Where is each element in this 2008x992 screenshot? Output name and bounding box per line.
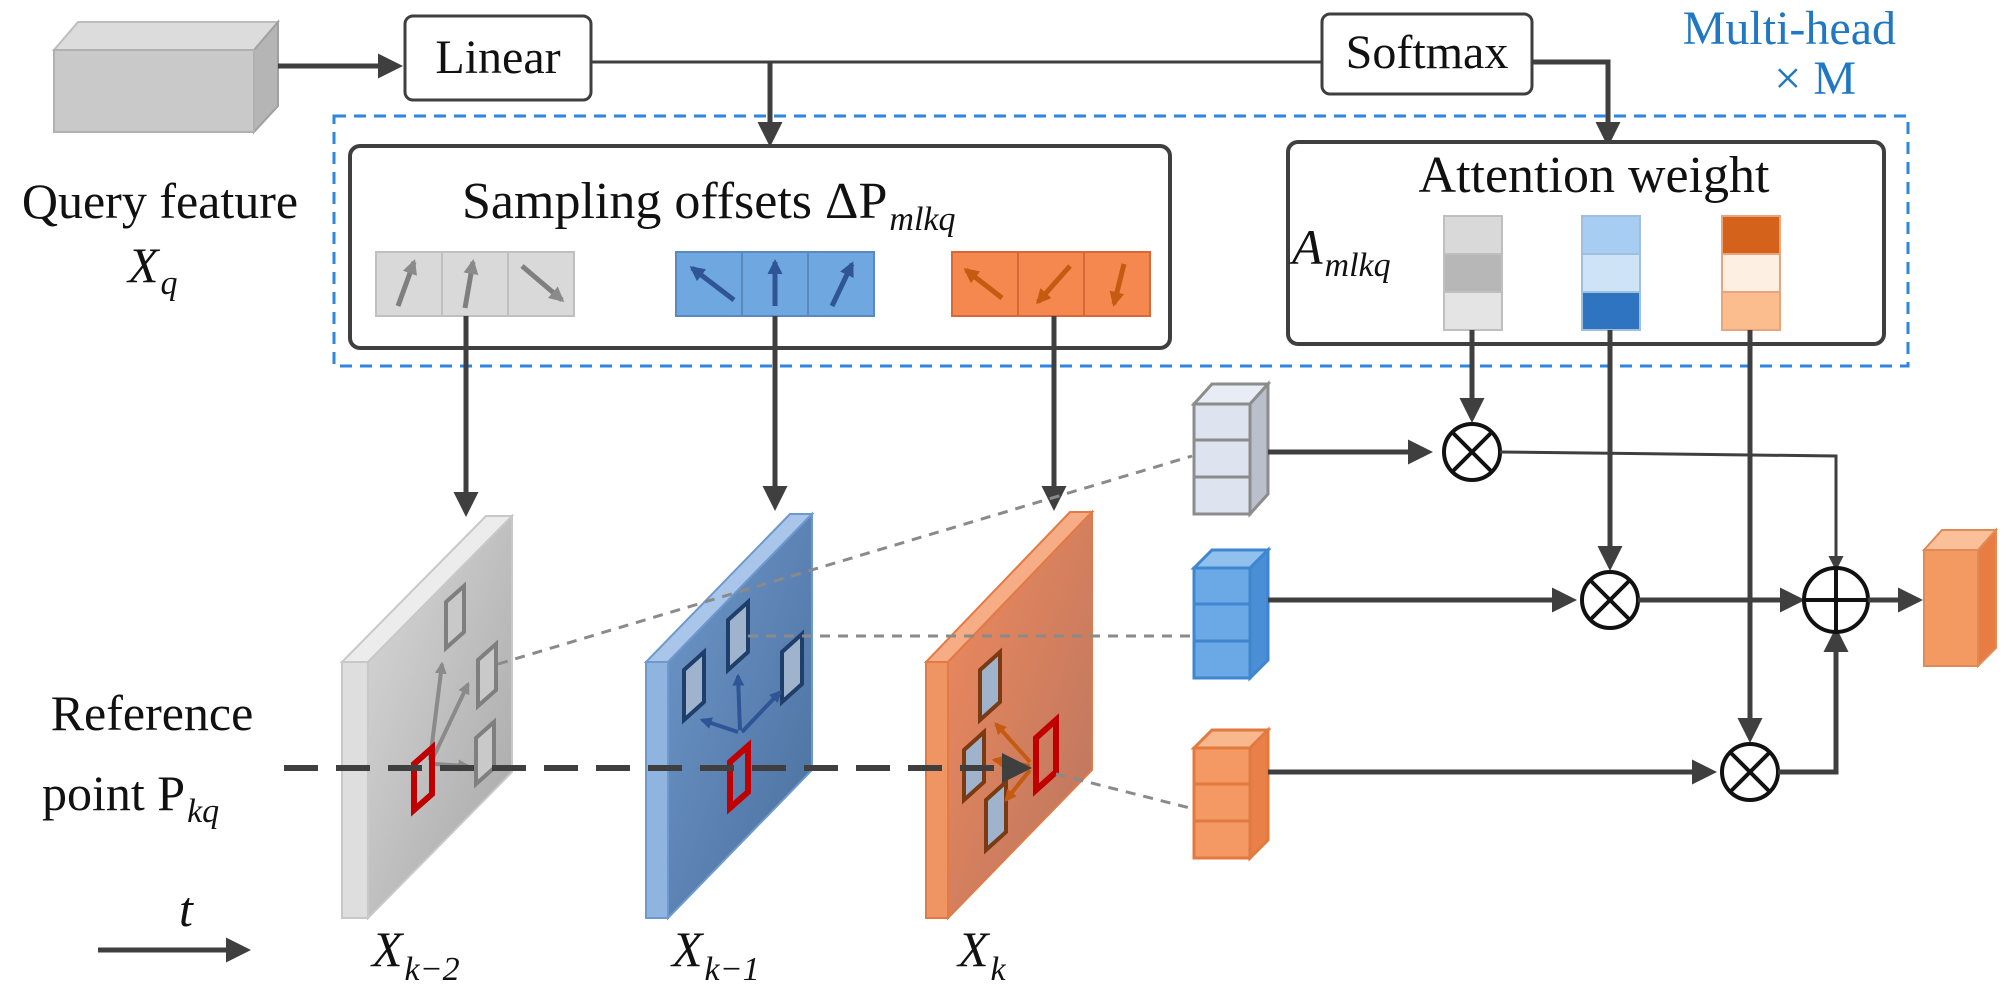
- blue-offset-group: [675, 251, 875, 317]
- circled-times-icon: [1580, 570, 1640, 630]
- time-label: t: [179, 881, 194, 937]
- multi-head-label: Multi-head: [1683, 2, 1896, 55]
- sampling-offsets-label: Sampling offsets ΔPmlkq: [462, 173, 956, 238]
- frame-orange: [923, 509, 1095, 921]
- frame-grey-label: Xk−2: [370, 921, 460, 988]
- attention-weight-label: Attention weight: [1419, 147, 1771, 204]
- orange-offset-group: [951, 251, 1151, 317]
- frame-grey: [339, 513, 515, 921]
- grey-offset-group: [375, 251, 575, 317]
- reference-point-label: Reference: [51, 685, 254, 741]
- frame-blue-label: Xk−1: [670, 921, 760, 988]
- circled-times-icon: [1442, 422, 1502, 482]
- reference-point-grey: [411, 741, 435, 817]
- grey-product-to-sum: [1499, 450, 1844, 571]
- reference-point-blue: [727, 739, 751, 815]
- frame-orange-label: Xk: [956, 921, 1007, 988]
- reference-point-orange: [1033, 713, 1059, 797]
- query-feature-label: Query feature: [22, 173, 298, 229]
- value-stack-blue: [1190, 546, 1272, 682]
- projection-grey: [497, 454, 1193, 666]
- projection-orange: [1055, 772, 1191, 810]
- orange-product-to-sum: [1778, 627, 1849, 775]
- softmax-label: Softmax: [1346, 26, 1509, 79]
- value-stack-grey: [1190, 380, 1272, 518]
- linear-label: Linear: [435, 31, 560, 84]
- softmax-box: [1320, 12, 1534, 96]
- linear-box: [403, 14, 593, 102]
- query-feature-block: [51, 19, 281, 135]
- grey-weight-column: [1443, 215, 1503, 331]
- orange-weight-column: [1721, 215, 1781, 331]
- multi-head-region: [332, 114, 1910, 368]
- value-stack-orange: [1190, 726, 1272, 862]
- reference-point-var: point Pkq: [42, 765, 219, 830]
- frame-blue: [643, 511, 815, 921]
- query-feature-var: Xq: [126, 237, 178, 302]
- circled-times-icon: [1720, 742, 1780, 802]
- blue-weight-column: [1581, 215, 1641, 331]
- attention-var-label: Amlkq: [1289, 219, 1391, 284]
- circled-plus-icon: [1802, 566, 1870, 634]
- multi-head-count: × M: [1774, 52, 1856, 105]
- softmax-to-attention-arrow: [1532, 59, 1621, 147]
- output-block: [1921, 527, 1999, 669]
